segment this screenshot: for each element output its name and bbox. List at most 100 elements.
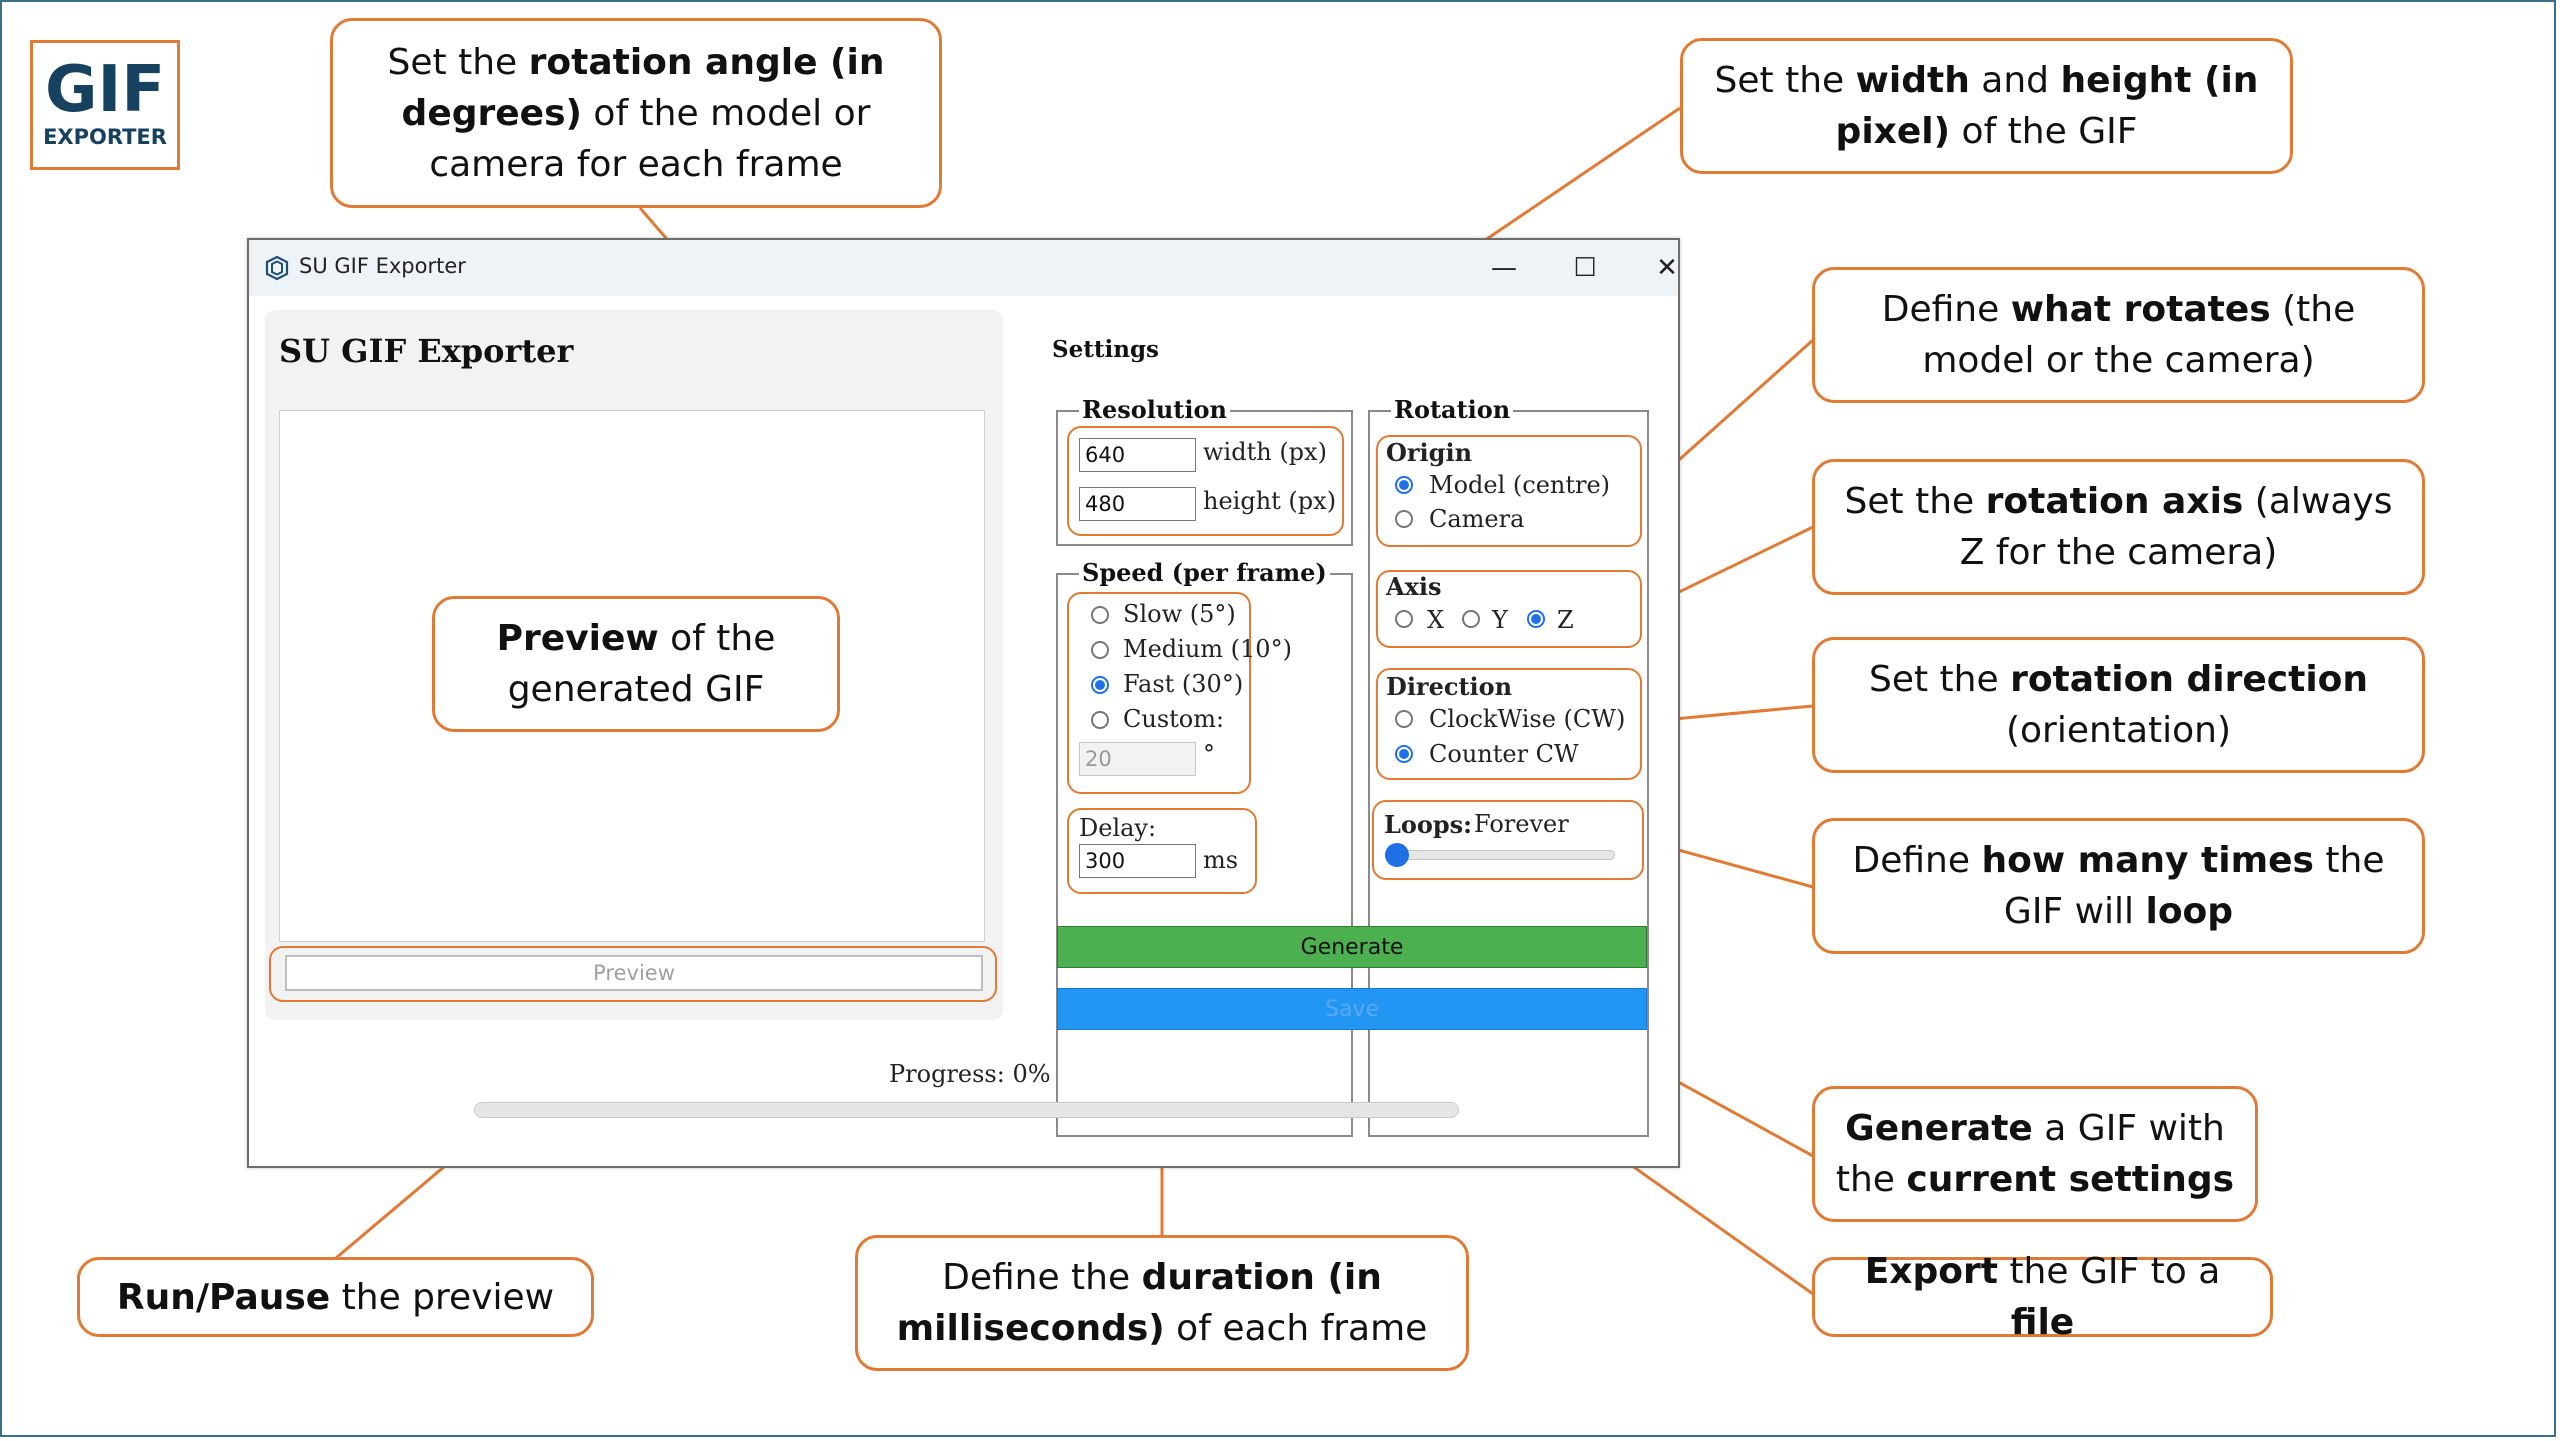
callout-preview-text: of the generated GIF	[507, 618, 776, 710]
delay-highlight	[1067, 808, 1257, 894]
loops-label: Loops:	[1384, 810, 1473, 839]
minimize-button[interactable]: —	[1491, 253, 1517, 283]
axis-label: Axis	[1386, 572, 1442, 601]
resolution-highlight	[1067, 426, 1344, 536]
callout-run-pause-text: the preview	[330, 1276, 555, 1318]
callout-run-pause-bold: Run/Pause	[116, 1276, 331, 1318]
origin-model-radio[interactable]	[1395, 476, 1413, 494]
preview-button-highlight	[269, 946, 997, 1002]
callout-export-text: the GIF to a	[1998, 1251, 2221, 1292]
callout-resolution-text-1: Set the	[1714, 60, 1856, 101]
app-title: SU GIF Exporter	[279, 332, 574, 370]
callout-duration: Define the duration (in milliseconds) of…	[855, 1235, 1469, 1371]
delay-label: Delay:	[1079, 814, 1157, 842]
direction-cw-radio[interactable]	[1395, 710, 1413, 728]
callout-rotation-angle-text-1: Set the	[387, 41, 529, 83]
generate-button[interactable]: Generate	[1057, 926, 1647, 968]
resolution-legend: Resolution	[1079, 395, 1230, 424]
height-input[interactable]: 480	[1079, 487, 1196, 521]
speed-custom-radio[interactable]	[1091, 711, 1109, 729]
speed-slow-radio[interactable]	[1091, 606, 1109, 624]
callout-generate: Generate a GIF with the current settings	[1812, 1086, 2258, 1222]
callout-generate-bold-2: current settings	[1906, 1159, 2235, 1200]
app-window: SU GIF Exporter — ☐ ✕ SU GIF Exporter Pr…	[247, 238, 1680, 1168]
speed-custom-label: Custom:	[1123, 705, 1225, 733]
sketchup-icon	[265, 255, 289, 281]
loops-slider-track[interactable]	[1385, 850, 1615, 860]
callout-resolution-bold-2: height (in pixel)	[1835, 60, 2259, 152]
direction-highlight	[1376, 668, 1642, 780]
speed-highlight	[1067, 592, 1251, 794]
callout-rotation-axis: Set the rotation axis (always Z for the …	[1812, 459, 2425, 595]
axis-x-label: X	[1427, 606, 1445, 634]
delay-unit: ms	[1203, 846, 1239, 874]
origin-camera-radio[interactable]	[1395, 510, 1413, 528]
logo-subtitle: EXPORTER	[43, 125, 167, 149]
callout-resolution-text-2: and	[1969, 60, 2061, 101]
callout-run-pause: Run/Pause the preview	[77, 1257, 594, 1337]
callout-what-rotates-text-1: Define	[1881, 289, 2011, 330]
resolution-group: Resolution	[1056, 395, 1353, 546]
callout-preview-bold: Preview	[496, 618, 659, 659]
maximize-button[interactable]: ☐	[1573, 253, 1597, 283]
axis-z-label: Z	[1557, 606, 1574, 634]
callout-generate-bold-1: Generate	[1845, 1108, 2033, 1149]
close-button[interactable]: ✕	[1656, 253, 1678, 283]
callout-rotation-angle-bold: rotation angle (in degrees)	[401, 41, 885, 134]
speed-fast-label: Fast (30°)	[1123, 670, 1244, 698]
callout-generate-text: a GIF with the	[1835, 1108, 2225, 1200]
loops-slider-thumb[interactable]	[1385, 843, 1409, 867]
rotation-group: Rotation	[1368, 395, 1649, 1137]
speed-legend: Speed (per frame)	[1079, 558, 1330, 587]
callout-export: Export the GIF to a file	[1812, 1251, 2273, 1343]
direction-label: Direction	[1386, 672, 1513, 701]
direction-cw-label: ClockWise (CW)	[1429, 705, 1626, 733]
axis-x-radio[interactable]	[1395, 610, 1413, 628]
speed-fast-radio[interactable]	[1091, 676, 1109, 694]
callout-loops-text-1: Define	[1852, 840, 1982, 881]
callout-loops-bold-2: loop	[2145, 891, 2234, 932]
loops-value: Forever	[1474, 810, 1569, 838]
custom-angle-unit: °	[1203, 740, 1215, 768]
callout-rotation-axis-text-2: (always Z for the camera)	[1959, 481, 2393, 573]
axis-z-radio[interactable]	[1527, 610, 1545, 628]
callout-loops: Define how many times the GIF will loop	[1812, 818, 2425, 954]
callout-export-bold-1: Export	[1864, 1251, 1998, 1292]
save-button[interactable]: Save	[1057, 988, 1647, 1030]
callout-duration-bold: duration (in milliseconds)	[896, 1257, 1382, 1349]
width-label: width (px)	[1203, 438, 1327, 466]
callout-what-rotates-bold: what rotates	[2010, 289, 2271, 330]
origin-highlight	[1376, 435, 1642, 547]
width-input[interactable]: 640	[1079, 438, 1196, 472]
loops-highlight	[1372, 800, 1644, 880]
callout-rotation-angle-text-2: of the model or camera for each frame	[429, 92, 871, 185]
gif-exporter-logo: GIF EXPORTER	[30, 40, 180, 170]
delay-input[interactable]: 300	[1079, 844, 1196, 878]
custom-angle-input[interactable]: 20	[1079, 742, 1196, 776]
axis-y-label: Y	[1492, 606, 1508, 634]
callout-loops-text-2: the GIF will	[2003, 840, 2385, 932]
height-label: height (px)	[1203, 487, 1337, 515]
preview-button[interactable]: Preview	[285, 955, 983, 991]
speed-medium-radio[interactable]	[1091, 641, 1109, 659]
progress-label: Progress: 0%	[889, 1060, 1051, 1088]
rotation-legend: Rotation	[1391, 395, 1514, 424]
callout-rotation-direction: Set the rotation direction (orientation)	[1812, 637, 2425, 773]
callout-loops-bold-1: how many times	[1981, 840, 2314, 881]
callout-resolution-bold-1: width	[1855, 60, 1970, 101]
callout-rotation-direction-text-2: (orientation)	[2005, 710, 2232, 751]
callout-what-rotates: Define what rotates (the model or the ca…	[1812, 267, 2425, 403]
settings-label: Settings	[1052, 336, 1159, 363]
direction-ccw-radio[interactable]	[1395, 745, 1413, 763]
window-title: SU GIF Exporter	[299, 254, 466, 278]
callout-duration-text-1: Define the	[942, 1257, 1142, 1298]
callout-rotation-direction-text-1: Set the	[1868, 659, 2011, 700]
progress-bar	[474, 1102, 1459, 1118]
callout-rotation-angle: Set the rotation angle (in degrees) of t…	[330, 18, 942, 208]
callout-resolution-text-3: of the GIF	[1950, 111, 2138, 152]
callout-export-bold-2: file	[2010, 1302, 2075, 1343]
speed-medium-label: Medium (10°)	[1123, 635, 1292, 663]
origin-label: Origin	[1386, 438, 1473, 467]
axis-y-radio[interactable]	[1462, 610, 1480, 628]
